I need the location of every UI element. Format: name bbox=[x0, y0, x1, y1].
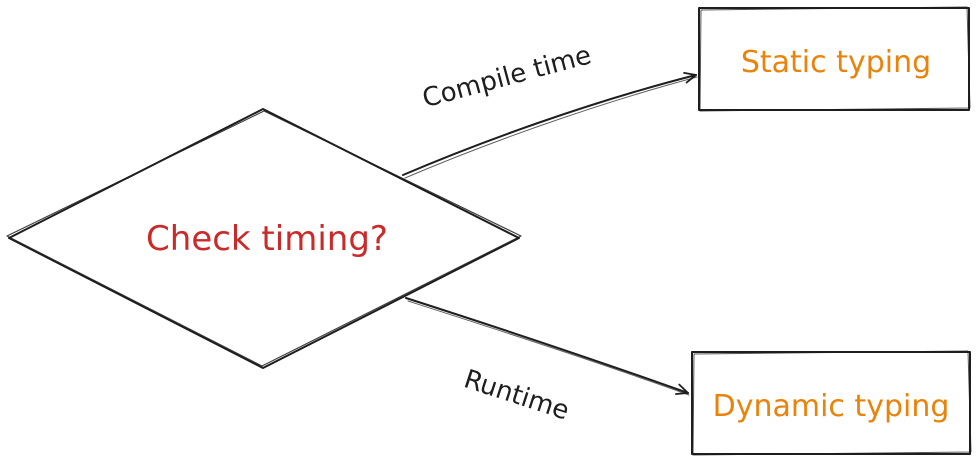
arrow-runtime-sketch bbox=[407, 300, 690, 396]
edge-label-runtime: Runtime bbox=[460, 364, 573, 426]
dynamic-typing-box-sketch bbox=[692, 350, 972, 456]
edge-label-compile-time: Compile time bbox=[419, 40, 594, 114]
outcome-dynamic-typing: Dynamic typing bbox=[691, 350, 972, 456]
decision-diamond-sketch-stroke bbox=[6, 110, 522, 367]
outcome-static-typing: Static typing bbox=[698, 6, 971, 112]
arrow-compile-time-sketch bbox=[404, 76, 698, 179]
decision-diamond: Check timing? bbox=[6, 108, 522, 369]
decision-label: Check timing? bbox=[146, 219, 388, 259]
arrow-runtime bbox=[405, 297, 689, 395]
edge-compile-time: Compile time bbox=[402, 40, 698, 179]
edge-runtime: Runtime bbox=[405, 297, 690, 426]
arrow-compile-time bbox=[402, 71, 697, 176]
static-typing-box-sketch bbox=[699, 6, 971, 112]
dynamic-typing-label: Dynamic typing bbox=[713, 389, 950, 424]
static-typing-label: Static typing bbox=[741, 45, 931, 80]
